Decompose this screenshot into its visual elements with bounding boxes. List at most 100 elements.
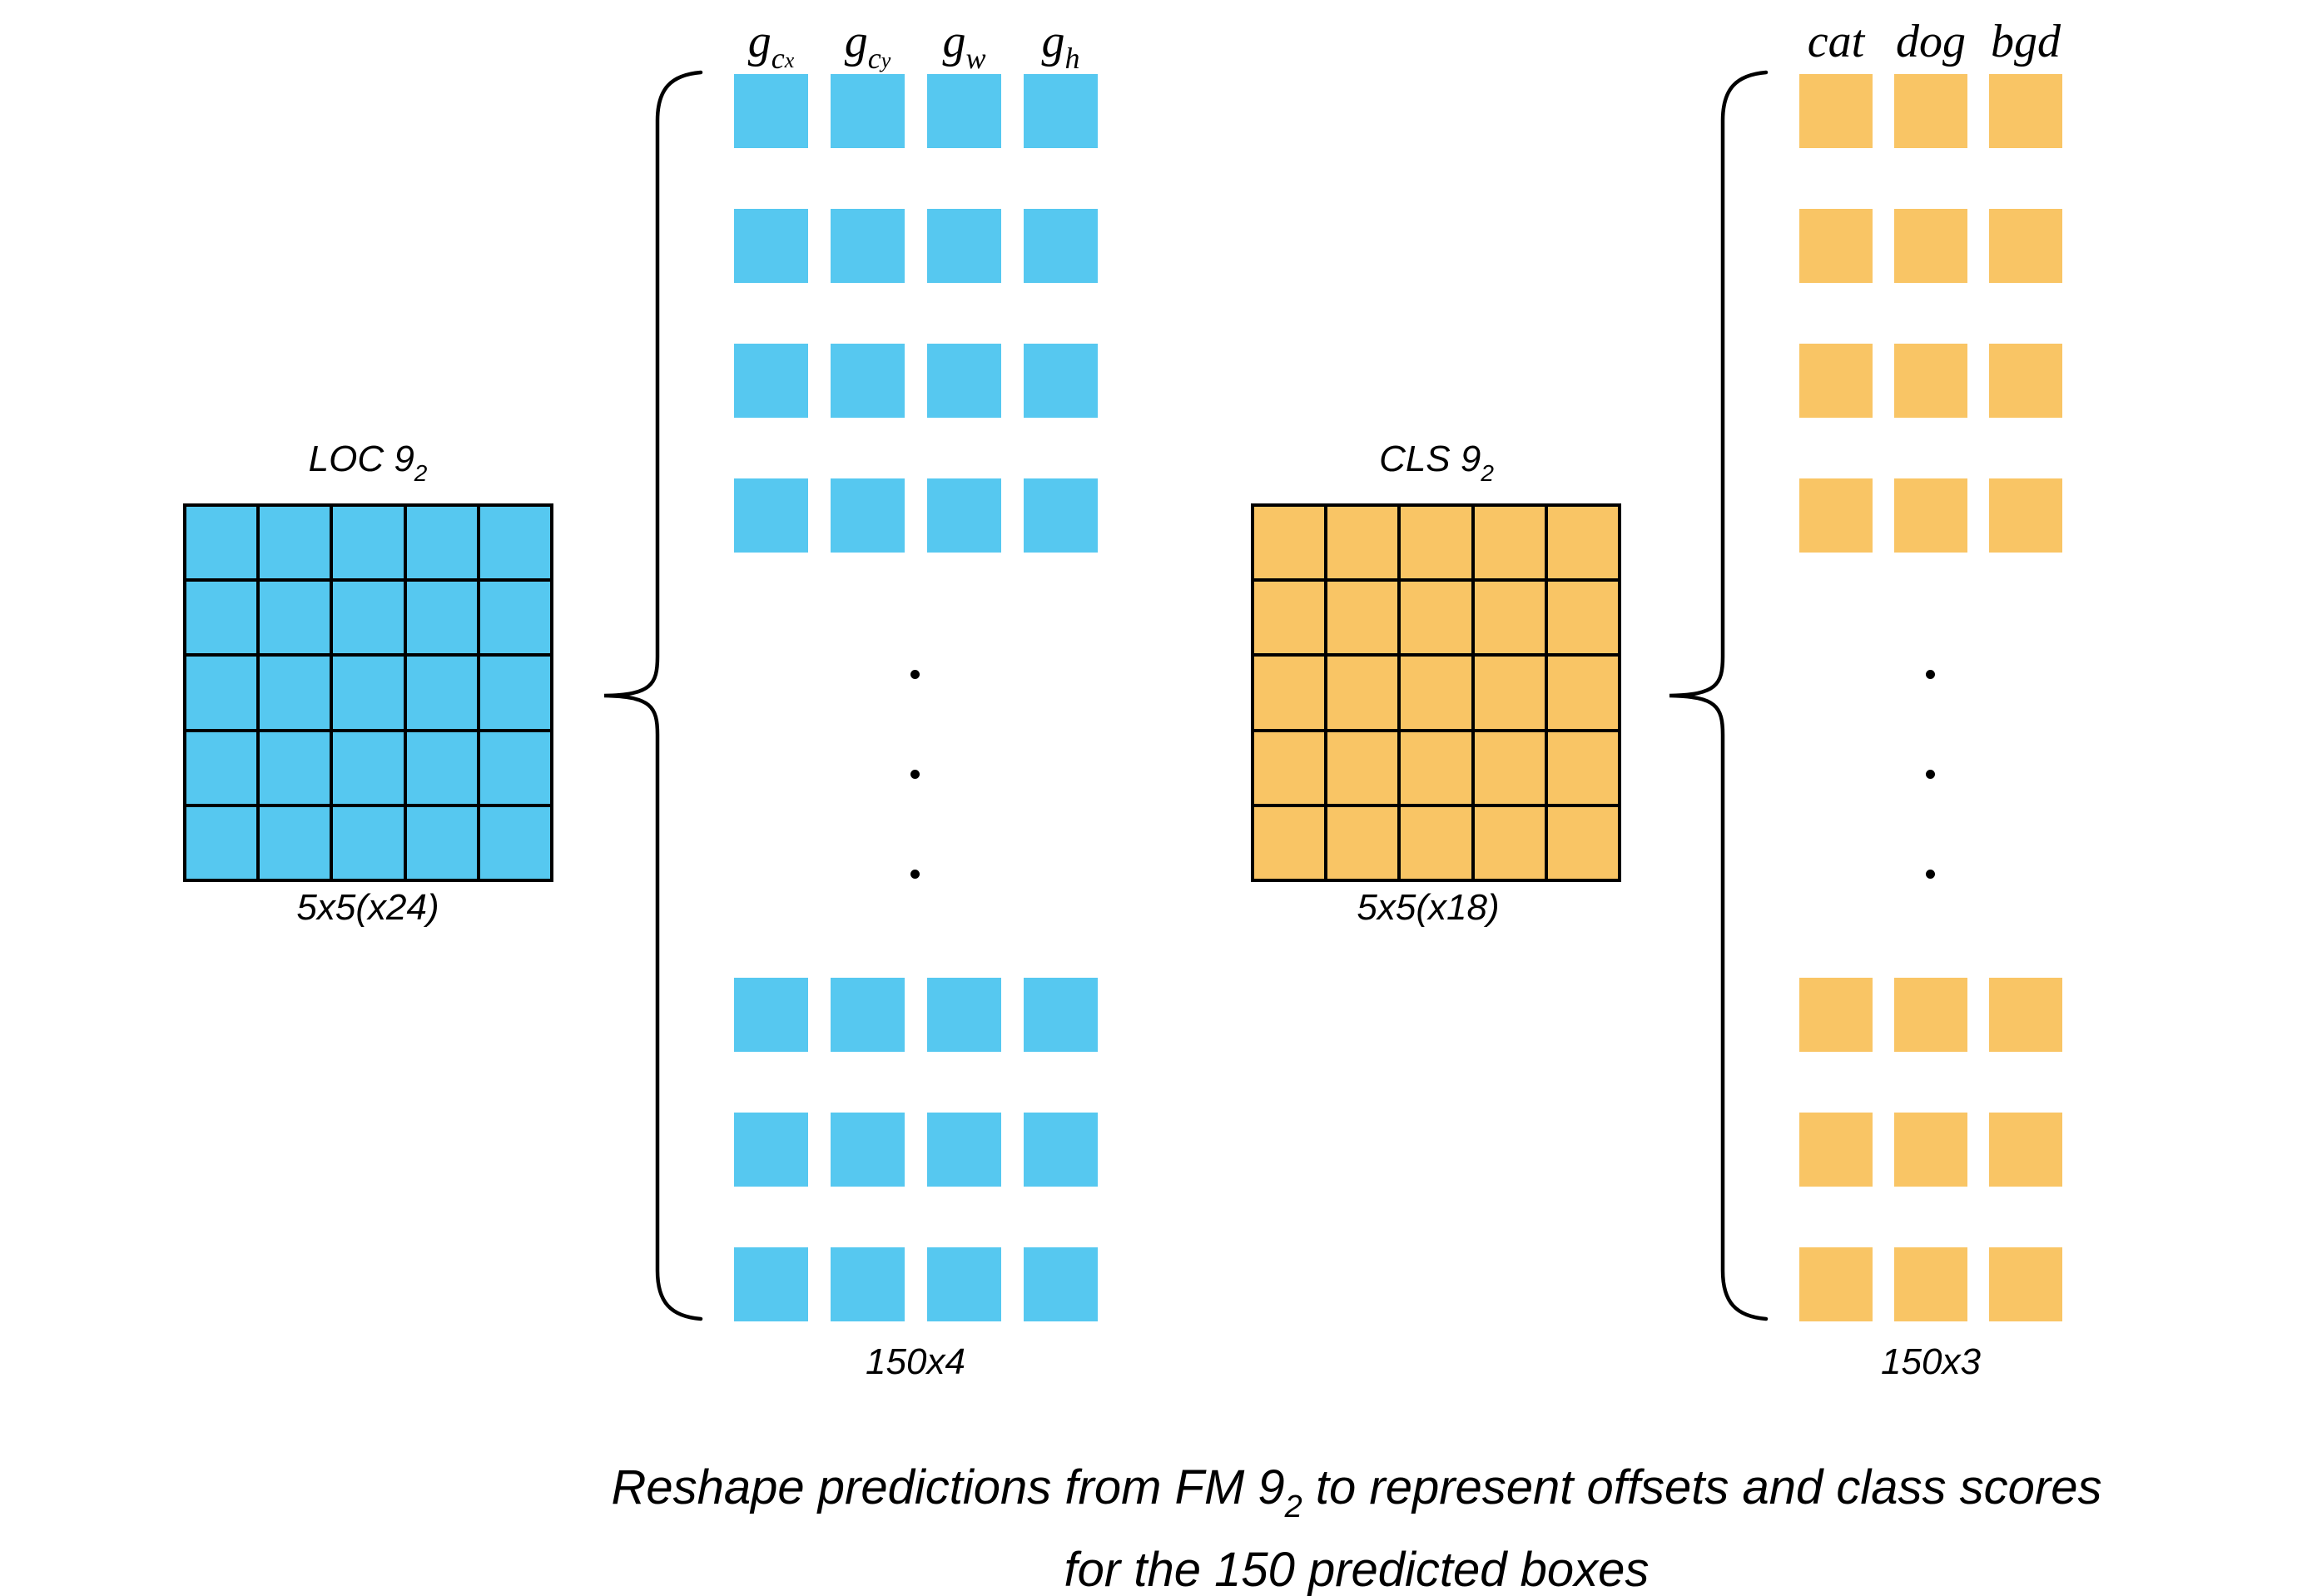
- header-subsub: x: [784, 48, 795, 72]
- cell: [186, 507, 257, 579]
- right-curly-brace: [1669, 70, 1769, 1321]
- class-squares-top: [1799, 74, 2062, 553]
- cell: [1799, 74, 1873, 148]
- cell: [1327, 657, 1398, 729]
- header-sub: w: [965, 42, 986, 75]
- cls-grid-title: CLS 92: [1270, 439, 1603, 486]
- cell: [260, 582, 330, 654]
- cell: [1401, 731, 1471, 804]
- cell: [1547, 806, 1618, 879]
- cell: [927, 209, 1001, 283]
- cell: [1547, 507, 1618, 579]
- caption-line1-subscript: 2: [1284, 1489, 1302, 1524]
- cell: [927, 1113, 1001, 1187]
- cell: [1254, 806, 1325, 879]
- cell: [1327, 507, 1398, 579]
- cell: [734, 478, 808, 553]
- cell: [1989, 478, 2062, 553]
- cell: [831, 478, 905, 553]
- cell: [260, 731, 330, 804]
- header-sub: c: [771, 42, 785, 75]
- cell: [734, 1113, 808, 1187]
- cell: [927, 978, 1001, 1052]
- cell: [831, 1247, 905, 1321]
- cell: [333, 806, 404, 879]
- cell: [406, 806, 477, 879]
- class-squares-bottom: [1799, 978, 2062, 1321]
- cell: [1024, 478, 1098, 553]
- caption-line-1: Reshape predictions from FM 92 to repres…: [333, 1450, 2297, 1532]
- cell: [479, 657, 550, 729]
- cell: [333, 582, 404, 654]
- cell: [1254, 582, 1325, 654]
- cell: [479, 806, 550, 879]
- cell: [1894, 1113, 1967, 1187]
- cell: [186, 806, 257, 879]
- offset-squares-top: [734, 74, 1098, 553]
- cell: [1989, 209, 2062, 283]
- cell: [260, 507, 330, 579]
- cell: [1327, 806, 1398, 879]
- header-sub: c: [867, 42, 881, 75]
- offset-squares-bottom: [734, 978, 1098, 1321]
- cell: [406, 582, 477, 654]
- class-header-dog: dog: [1896, 16, 1966, 67]
- cell: [831, 209, 905, 283]
- cell: [1799, 478, 1873, 553]
- cell: [927, 1247, 1001, 1321]
- caption-line-2: for the 150 predicted boxes: [1064, 1543, 1650, 1596]
- loc-feature-map-grid: [183, 503, 553, 882]
- cell: [927, 478, 1001, 553]
- cell: [479, 507, 550, 579]
- cell: [1894, 478, 1967, 553]
- offset-ellipsis-dots: [910, 670, 920, 879]
- dot: [910, 870, 920, 879]
- cell: [927, 344, 1001, 418]
- cell: [260, 806, 330, 879]
- cell: [1401, 806, 1471, 879]
- cell: [1474, 731, 1545, 804]
- loc-grid-title-subscript: 2: [414, 460, 428, 486]
- cell: [1799, 344, 1873, 418]
- header-subsub: y: [881, 48, 891, 72]
- cell: [406, 731, 477, 804]
- cell: [1024, 978, 1098, 1052]
- caption-line1-post: to represent offsets and class scores: [1302, 1460, 2102, 1514]
- cell: [1024, 74, 1098, 148]
- cell: [186, 657, 257, 729]
- cell: [186, 731, 257, 804]
- cell: [1547, 731, 1618, 804]
- cell: [406, 657, 477, 729]
- cell: [1024, 1247, 1098, 1321]
- header-base: g: [844, 16, 868, 67]
- cell: [1327, 582, 1398, 654]
- class-shape-label: 150x3: [1881, 1341, 1981, 1382]
- cell: [734, 209, 808, 283]
- cell: [831, 344, 905, 418]
- cell: [1024, 344, 1098, 418]
- dot: [1926, 870, 1935, 879]
- cell: [1024, 209, 1098, 283]
- cell: [734, 1247, 808, 1321]
- cell: [1547, 582, 1618, 654]
- dot: [1926, 770, 1935, 779]
- cell: [831, 74, 905, 148]
- dot: [910, 770, 920, 779]
- cell: [1989, 344, 2062, 418]
- cell: [1254, 657, 1325, 729]
- cell: [1024, 1113, 1098, 1187]
- cell: [734, 978, 808, 1052]
- cell: [1799, 1247, 1873, 1321]
- cell: [1547, 657, 1618, 729]
- cell: [1474, 806, 1545, 879]
- cell: [333, 507, 404, 579]
- cell: [831, 978, 905, 1052]
- header-sub: h: [1064, 42, 1080, 75]
- cell: [1989, 74, 2062, 148]
- loc-grid-title-text: LOC 9: [308, 439, 414, 479]
- cell: [1989, 978, 2062, 1052]
- cell: [186, 582, 257, 654]
